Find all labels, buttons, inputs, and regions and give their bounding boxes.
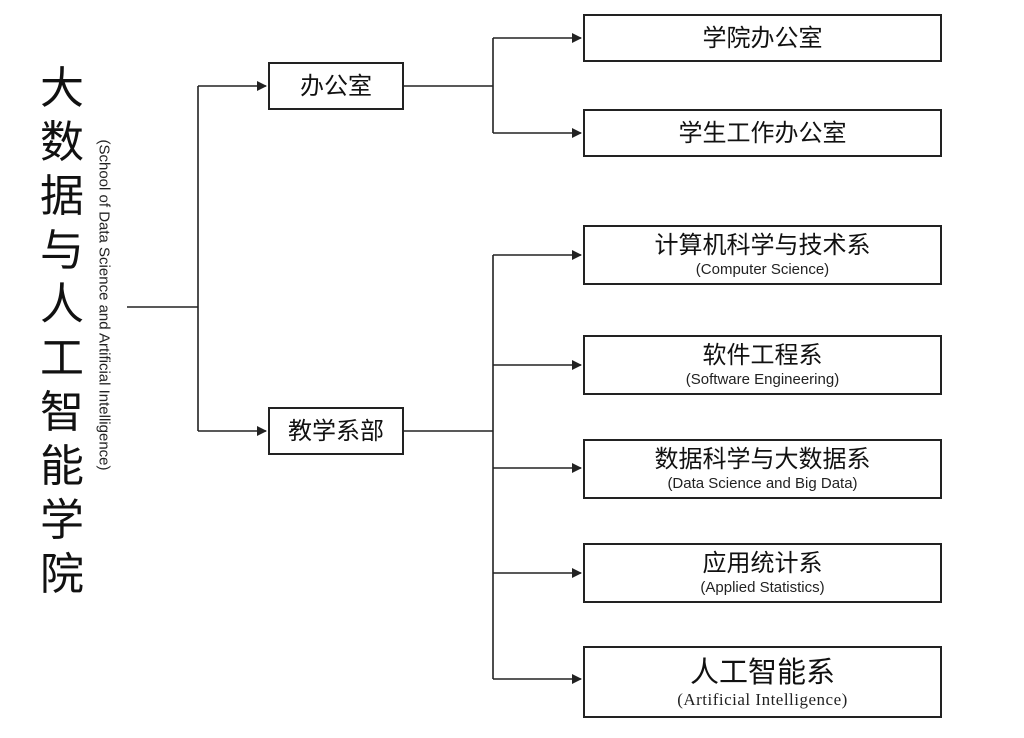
root-title-char: 能: [40, 441, 84, 492]
node-student-affairs-office: 学生工作办公室: [583, 109, 942, 157]
node-office: 办公室: [268, 62, 404, 110]
dept-label-cn: 计算机科学与技术系: [654, 231, 871, 259]
node-college-office-label: 学院办公室: [702, 24, 823, 52]
root-title-char: 智: [40, 387, 84, 438]
node-office-label: 办公室: [300, 72, 372, 100]
dept-label-en: (Artificial Intelligence): [677, 690, 848, 709]
dept-label-cn: 数据科学与大数据系: [654, 445, 871, 473]
root-title: 大 数 据 与 人 工 智 能 学 院: [34, 62, 90, 602]
root-title-char: 与: [40, 225, 84, 276]
root-subtitle: (School of Data Science and Artificial I…: [95, 139, 113, 471]
node-dept-software-engineering: 软件工程系 (Software Engineering): [583, 335, 942, 395]
node-departments: 教学系部: [268, 407, 404, 455]
root-title-char: 据: [40, 171, 84, 222]
root-title-char: 数: [40, 117, 84, 168]
node-dept-data-science: 数据科学与大数据系 (Data Science and Big Data): [583, 439, 942, 499]
node-departments-label: 教学系部: [288, 417, 384, 445]
root-title-char: 人: [40, 279, 84, 330]
node-dept-computer-science: 计算机科学与技术系 (Computer Science): [583, 225, 942, 285]
root-title-char: 院: [40, 549, 84, 600]
node-student-affairs-office-label: 学生工作办公室: [678, 119, 847, 147]
dept-label-en: (Software Engineering): [685, 371, 840, 388]
dept-label-cn: 软件工程系: [702, 341, 823, 369]
dept-label-en: (Computer Science): [695, 261, 830, 278]
root-title-char: 工: [40, 333, 84, 384]
node-college-office: 学院办公室: [583, 14, 942, 62]
node-dept-applied-statistics: 应用统计系 (Applied Statistics): [583, 543, 942, 603]
dept-label-cn: 人工智能系: [689, 655, 835, 689]
dept-label-en: (Applied Statistics): [700, 579, 825, 596]
root-title-char: 大: [40, 63, 84, 114]
root-title-char: 学: [40, 495, 84, 546]
dept-label-cn: 应用统计系: [702, 549, 823, 577]
dept-label-en: (Data Science and Big Data): [667, 475, 858, 492]
node-dept-artificial-intelligence: 人工智能系 (Artificial Intelligence): [583, 646, 942, 718]
